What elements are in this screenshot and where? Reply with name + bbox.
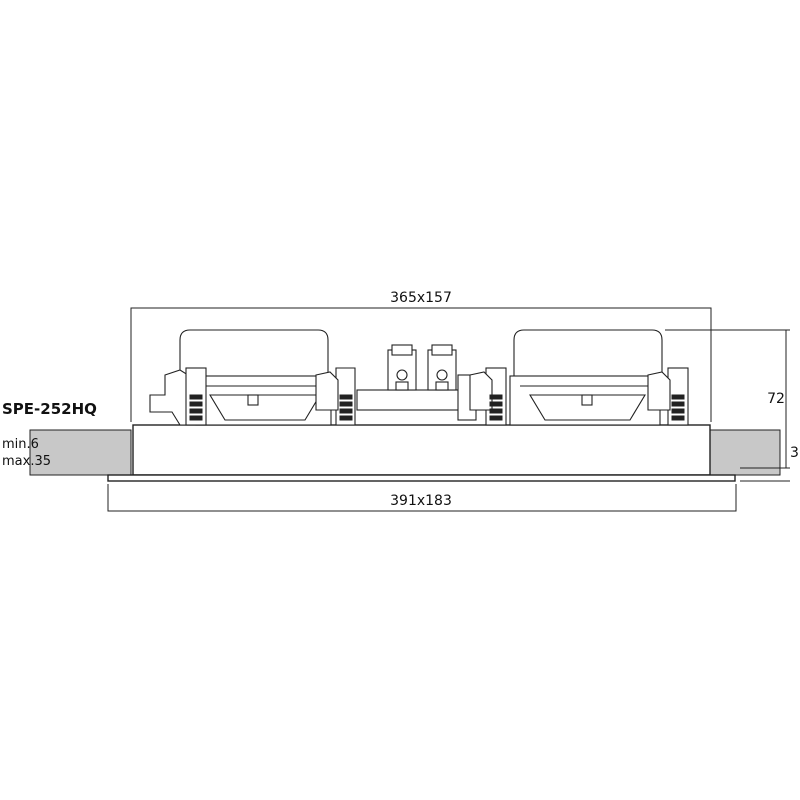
inner-size-dimension: 365x157 [130, 290, 712, 422]
speaker-flange [107, 474, 736, 482]
depth-label: 72 [767, 391, 785, 407]
ceiling-panel-left [29, 429, 132, 476]
ceiling-thickness-dimension: min.6 max.35 [2, 429, 55, 476]
left-driver [149, 329, 356, 426]
depth-dimension: 72 [665, 329, 790, 469]
speaker-housing [132, 424, 711, 476]
flange-dimension: 3 [740, 445, 799, 482]
ceiling-min-label: min.6 [2, 437, 39, 452]
model-name: SPE-252HQ [2, 400, 97, 418]
right-driver [469, 329, 689, 426]
terminal-block [356, 344, 488, 421]
flange-label: 3 [790, 445, 799, 461]
inner-size-label: 365x157 [390, 290, 452, 306]
outer-size-label: 391x183 [390, 493, 452, 509]
outer-size-dimension: 391x183 [107, 484, 737, 512]
ceiling-max-label: max.35 [2, 454, 51, 469]
